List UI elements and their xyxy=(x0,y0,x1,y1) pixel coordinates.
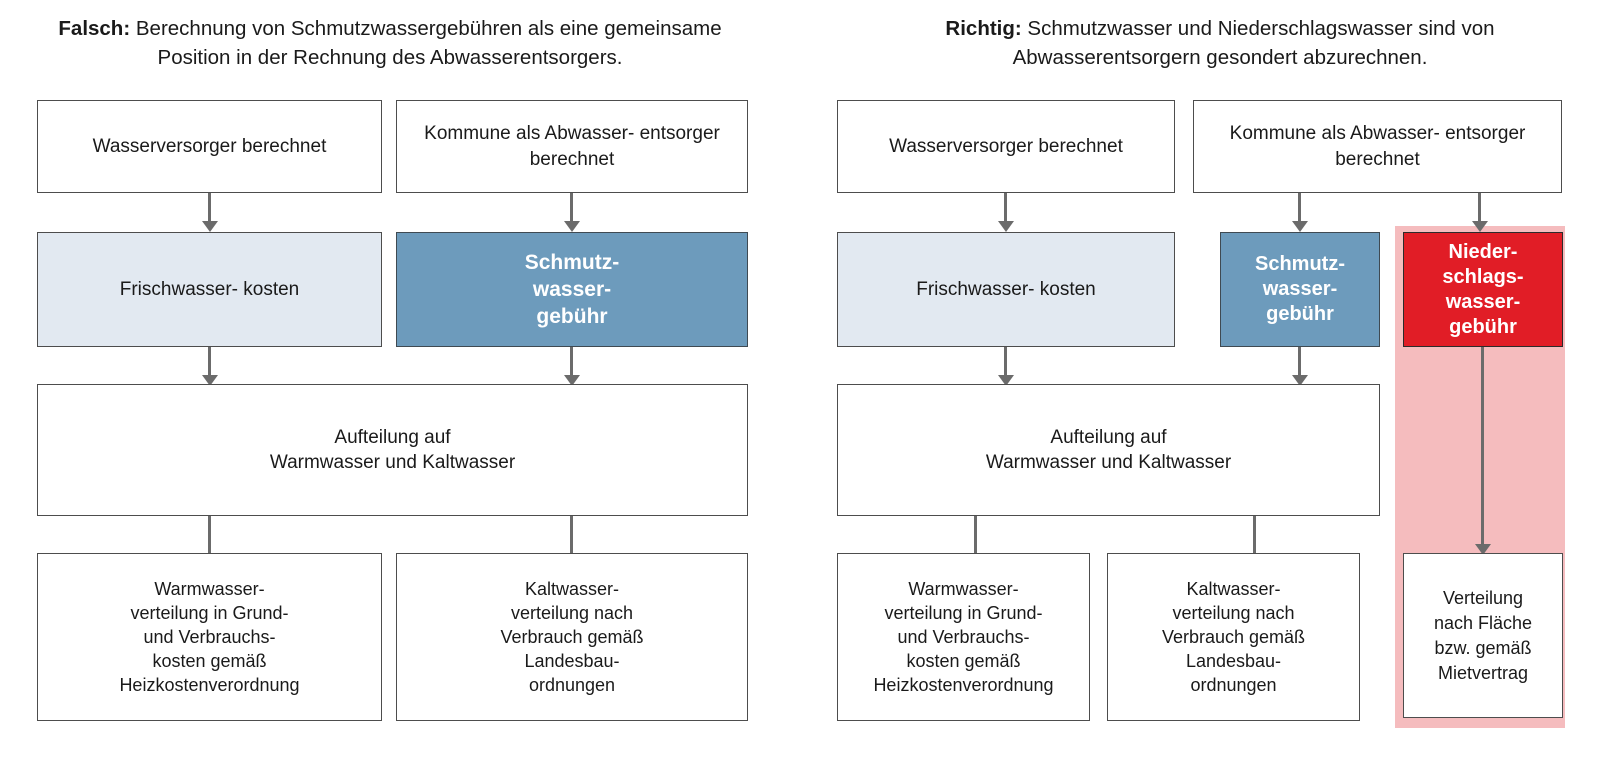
right-node-frischwasserkosten: Frischwasser- kosten xyxy=(837,232,1175,347)
right-node-wasserversorger: Wasserversorger berechnet xyxy=(837,100,1175,193)
left-node-wasserversorger: Wasserversorger berechnet xyxy=(37,100,382,193)
left-arrow-frischwasser-to-aufteilung xyxy=(202,347,218,387)
right-node-kommune-abwasser: Kommune als Abwasser- entsorger berechne… xyxy=(1193,100,1562,193)
left-node-frischwasserkosten: Frischwasser- kosten xyxy=(37,232,382,347)
left-node-schmutzwassergebuehr: Schmutz- wasser- gebühr xyxy=(396,232,748,347)
caption-falsch-prefix: Falsch: xyxy=(58,17,131,40)
left-node-aufteilung: Aufteilung auf Warmwasser und Kaltwasser xyxy=(37,384,748,516)
right-arrow-frischwasser-to-aufteilung xyxy=(998,347,1014,387)
left-arrow-schmutzwasser-to-aufteilung xyxy=(564,347,580,387)
right-arrow-kommune-to-schmutzwasser xyxy=(1292,193,1308,233)
right-arrow-schmutzwasser-to-aufteilung xyxy=(1292,347,1308,387)
right-node-kaltwasserverteilung: Kaltwasser- verteilung nach Verbrauch ge… xyxy=(1107,553,1360,721)
caption-falsch: Falsch: Berechnung von Schmutzwassergebü… xyxy=(20,14,760,72)
right-node-niederschlagswassergebuehr: Nieder- schlags- wasser- gebühr xyxy=(1403,232,1563,347)
right-node-warmwasserverteilung: Warmwasser- verteilung in Grund- und Ver… xyxy=(837,553,1090,721)
panel-richtig: Richtig: Schmutzwasser und Niederschlags… xyxy=(800,0,1600,764)
left-node-kommune-abwasser: Kommune als Abwasser- entsorger berechne… xyxy=(396,100,748,193)
caption-richtig-prefix: Richtig: xyxy=(945,17,1022,40)
left-arrow-kommune-to-schmutzwasser xyxy=(564,193,580,233)
right-arrow-niederschlagswasser-to-verteilung xyxy=(1475,347,1491,557)
left-arrow-wasserversorger-to-frischwasser xyxy=(202,193,218,233)
right-node-schmutzwassergebuehr: Schmutz- wasser- gebühr xyxy=(1220,232,1380,347)
right-node-verteilung-flaeche: Verteilung nach Fläche bzw. gemäß Mietve… xyxy=(1403,553,1563,718)
panel-falsch: Falsch: Berechnung von Schmutzwassergebü… xyxy=(20,14,760,721)
caption-richtig: Richtig: Schmutzwasser und Niederschlags… xyxy=(850,14,1590,72)
right-arrow-kommune-to-niederschlagswasser xyxy=(1472,193,1488,233)
caption-richtig-text: Schmutzwasser und Niederschlagswasser si… xyxy=(1012,17,1495,69)
left-node-warmwasserverteilung: Warmwasser- verteilung in Grund- und Ver… xyxy=(37,553,382,721)
right-arrow-wasserversorger-to-frischwasser xyxy=(998,193,1014,233)
caption-falsch-text: Berechnung von Schmutzwassergebühren als… xyxy=(130,17,722,69)
right-node-aufteilung: Aufteilung auf Warmwasser und Kaltwasser xyxy=(837,384,1380,516)
left-node-kaltwasserverteilung: Kaltwasser- verteilung nach Verbrauch ge… xyxy=(396,553,748,721)
